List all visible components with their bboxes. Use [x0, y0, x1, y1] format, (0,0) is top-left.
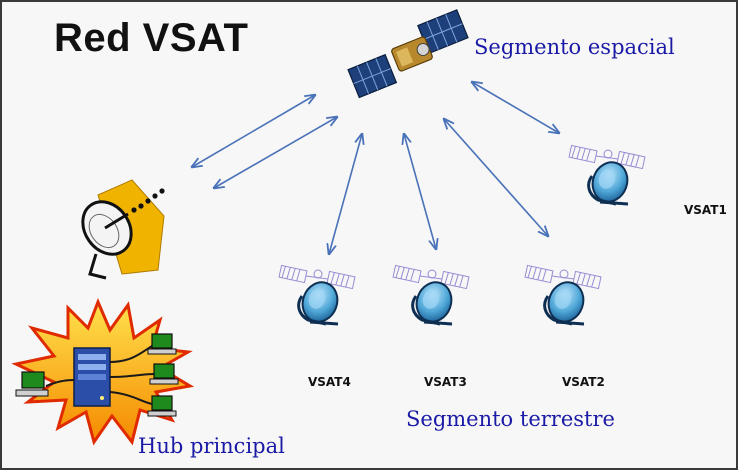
hub-label: Hub principal: [138, 434, 285, 458]
link-vsat3: [404, 134, 436, 249]
vsat1-terminal-icon: [567, 143, 647, 209]
vsat4-terminal-icon: [277, 263, 357, 329]
server-icon: [73, 347, 111, 407]
hub-antenna-icon: [81, 179, 165, 280]
pc-icon: [15, 371, 49, 397]
vsat2-label: VSAT2: [562, 375, 605, 389]
link-vsat4: [329, 134, 362, 254]
vsat1-label: VSAT1: [684, 203, 727, 217]
link-vsat1: [472, 82, 559, 133]
link-hub-uplink: [192, 95, 315, 167]
vsat3-label: VSAT3: [424, 375, 467, 389]
space-segment-label: Segmento espacial: [474, 35, 675, 59]
vsat3-terminal-icon: [391, 263, 471, 329]
pc-icon: [147, 333, 177, 355]
pc-icon: [149, 363, 179, 385]
satellite-icon: [347, 9, 469, 99]
satellite-links: [192, 82, 559, 254]
pc-icon: [147, 395, 177, 417]
hub-station: [11, 298, 195, 446]
ground-segment-label: Segmento terrestre: [406, 407, 615, 431]
vsat4-label: VSAT4: [308, 375, 351, 389]
vsat2-terminal-icon: [523, 263, 603, 329]
link-vsat2: [444, 119, 548, 236]
diagram-title: Red VSAT: [54, 16, 249, 60]
link-hub-downlink: [214, 117, 337, 188]
